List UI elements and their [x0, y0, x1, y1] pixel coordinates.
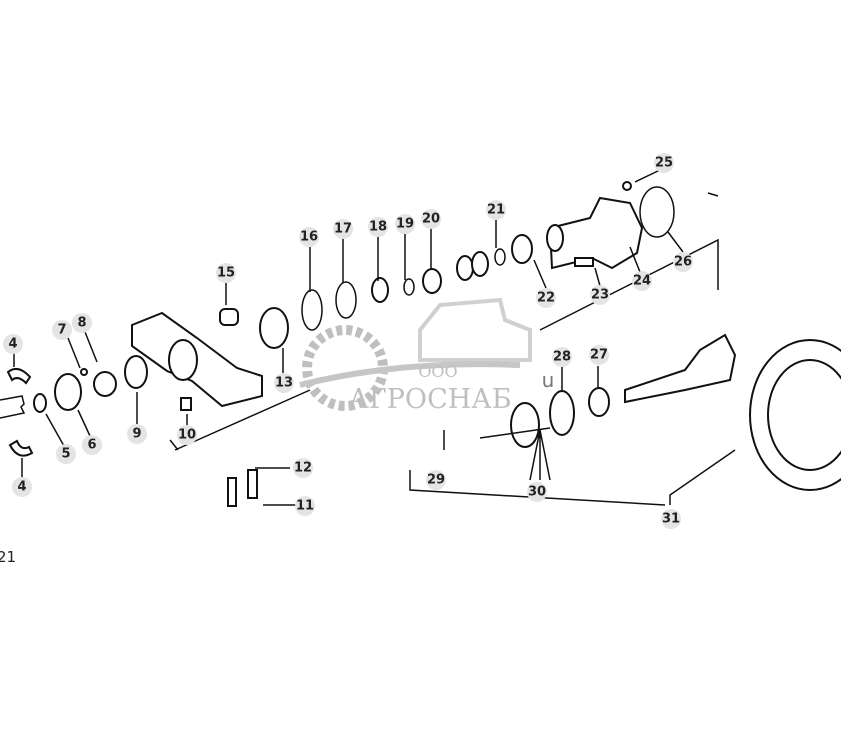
callout-6: 6	[82, 435, 102, 455]
callout-24: 24	[632, 271, 652, 291]
callout-number: 26	[674, 255, 692, 270]
callout-number: 29	[427, 473, 445, 488]
callout-bubble	[56, 444, 76, 464]
leader-lines	[13, 169, 736, 506]
watermark-name: АГРОСНАБ	[348, 384, 511, 415]
callout-number: 17	[334, 222, 352, 237]
callout-number: 20	[422, 212, 440, 227]
callout-number: 8	[77, 316, 86, 331]
callout-bubble	[654, 153, 674, 173]
callout-bubble	[426, 470, 446, 490]
callout-number: 19	[396, 217, 414, 232]
callout-bubble	[82, 435, 102, 455]
callout-number: 6	[87, 438, 96, 453]
callout-number: 13	[275, 376, 293, 391]
callout-5: 5	[56, 444, 76, 464]
callout-27: 27	[589, 345, 609, 365]
callout-bubble	[295, 496, 315, 516]
callout-number: 30	[528, 485, 546, 500]
callout-bubble	[12, 477, 32, 497]
callout-16: 16	[299, 227, 319, 247]
callout-bubble	[177, 425, 197, 445]
callout-12: 12	[293, 458, 313, 478]
callout-bubble	[395, 214, 415, 234]
callout-4: 4	[3, 334, 23, 354]
callout-number: 4	[8, 337, 17, 352]
callout-bubble	[333, 219, 353, 239]
callout-30: 30	[527, 482, 547, 502]
callout-25: 25	[654, 153, 674, 173]
callout-number: 4	[17, 480, 26, 495]
callout-19: 19	[395, 214, 415, 234]
callout-7: 7	[52, 320, 72, 340]
callout-31: 31	[661, 509, 681, 529]
callout-bubble	[552, 347, 572, 367]
callout-number: 7	[57, 323, 66, 338]
callout-21: 21	[486, 200, 506, 220]
callout-bubble	[274, 373, 294, 393]
callout-bubble	[52, 320, 72, 340]
callout-number: 5	[61, 447, 70, 462]
callout-number: 15	[217, 266, 235, 281]
callout-23: 23	[590, 285, 610, 305]
callout-bubble	[216, 263, 236, 283]
callout-bubble	[527, 482, 547, 502]
callout-20: 20	[421, 209, 441, 229]
callout-bubble	[589, 345, 609, 365]
callout-13: 13	[274, 373, 294, 393]
callout-22: 22	[536, 288, 556, 308]
callout-number: 16	[300, 230, 318, 245]
callout-number: 10	[178, 428, 196, 443]
callout-number: 27	[590, 348, 608, 363]
parts	[0, 181, 841, 507]
callout-number: 11	[296, 499, 314, 514]
callout-10: 10	[177, 425, 197, 445]
callout-number: 12	[294, 461, 312, 476]
callout-15: 15	[216, 263, 236, 283]
callout-bubble	[673, 252, 693, 272]
callout-bubble	[590, 285, 610, 305]
callout-number: 24	[633, 274, 651, 289]
callout-4: 4	[12, 477, 32, 497]
callout-18: 18	[368, 217, 388, 237]
callout-bubble	[421, 209, 441, 229]
callout-number: 9	[132, 427, 141, 442]
corner-label: 21	[0, 548, 16, 566]
callout-bubble	[3, 334, 23, 354]
callout-26: 26	[673, 252, 693, 272]
callout-number: 28	[553, 350, 571, 365]
callout-28: 28	[552, 347, 572, 367]
callout-17: 17	[333, 219, 353, 239]
callout-bubble	[293, 458, 313, 478]
callout-number: 21	[487, 203, 505, 218]
callout-bubble	[368, 217, 388, 237]
callout-number: 23	[591, 288, 609, 303]
callout-number: 18	[369, 220, 387, 235]
callout-bubble	[127, 424, 147, 444]
callout-9: 9	[127, 424, 147, 444]
callout-bubble	[486, 200, 506, 220]
callout-29: 29	[426, 470, 446, 490]
stray-mark: u	[542, 368, 555, 392]
callout-number: 31	[662, 512, 680, 527]
callout-bubble	[632, 271, 652, 291]
watermark-prefix: ООО	[418, 362, 457, 381]
callout-bubble	[661, 509, 681, 529]
callout-bubble	[536, 288, 556, 308]
callout-bubble	[299, 227, 319, 247]
watermark-logo: ООО АГРОСНАБ	[299, 297, 532, 415]
callout-number: 22	[537, 291, 555, 306]
callout-bubble	[72, 313, 92, 333]
callout-8: 8	[72, 313, 92, 333]
callout-11: 11	[295, 496, 315, 516]
callout-number: 25	[655, 156, 673, 171]
